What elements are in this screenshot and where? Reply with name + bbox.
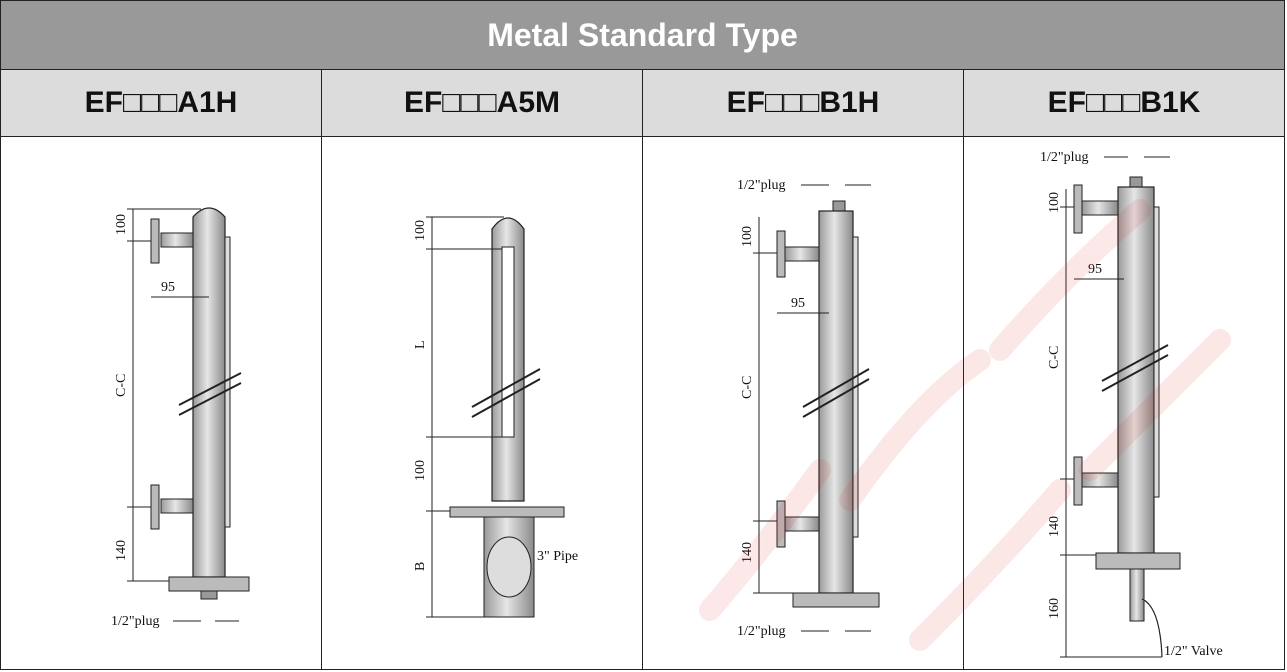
b1k-diagram: 1/2"plug 100 95 C-C 140 160 1/2" Valve	[1040, 150, 1223, 659]
a5m-dim-top: 100	[413, 220, 428, 241]
a5m-diagram: 100 L 100 B 3" Pipe	[413, 216, 578, 618]
table-title: Metal Standard Type	[1, 1, 1284, 70]
b1k-plug-top: 1/2"plug	[1040, 150, 1089, 165]
model-b1k: EF□□□B1K	[1047, 86, 1201, 119]
a5m-pipe: 3" Pipe	[537, 549, 578, 564]
b1h-plug-top: 1/2"plug	[737, 178, 786, 193]
b1h-diagram: 1/2"plug 100 95 C-C 140 1/2"plug	[737, 178, 880, 639]
a1h-diagram: 100 95 C-C 140 1/2"plug	[111, 207, 250, 629]
b1k-dim-offset: 95	[1088, 262, 1102, 277]
b1k-dim-bottom: 140	[1047, 516, 1062, 537]
drawing-a5m: 100 L 100 B 3" Pipe	[322, 137, 643, 669]
model-a5m: EF□□□A5M	[322, 70, 643, 136]
a5m-dim-mid: 100	[413, 460, 428, 481]
b1h-dim-offset: 95	[791, 296, 805, 311]
a1h-dim-bottom: 140	[114, 540, 129, 561]
model-b1h: EF□□□B1H	[643, 70, 964, 136]
a1h-dim-top: 100	[114, 214, 129, 235]
a1h-plug: 1/2"plug	[111, 614, 160, 629]
b1k-dim-top: 100	[1047, 192, 1062, 213]
a5m-dim-b: B	[413, 562, 428, 571]
drawing-b1k: 1/2"plug 100 95 C-C 140 160 1/2" Valve	[964, 137, 1284, 669]
a1h-dim-cc: C-C	[114, 374, 129, 397]
a1h-dim-offset: 95	[161, 280, 175, 295]
model-header-row: EF□□□A1H EF□□□A5M EF□□□B1H EF□□□B1K	[1, 70, 1284, 137]
drawing-a1h: 100 95 C-C 140 1/2"plug	[1, 137, 322, 669]
b1k-dim-valve: 160	[1047, 598, 1062, 619]
b1h-dim-bottom: 140	[740, 542, 755, 563]
model-a1h: EF□□□A1H	[1, 70, 322, 136]
drawing-b1h: 1/2"plug 100 95 C-C 140 1/2"plug	[643, 137, 964, 669]
b1h-dim-cc: C-C	[740, 376, 755, 399]
b1k-valve: 1/2" Valve	[1164, 644, 1223, 659]
drawing-row: 100 95 C-C 140 1/2"plug 100 L 100	[1, 137, 1284, 669]
a5m-dim-l: L	[413, 340, 428, 349]
b1k-dim-cc: C-C	[1047, 346, 1062, 369]
b1h-plug-bottom: 1/2"plug	[737, 624, 786, 639]
b1h-dim-top: 100	[740, 226, 755, 247]
